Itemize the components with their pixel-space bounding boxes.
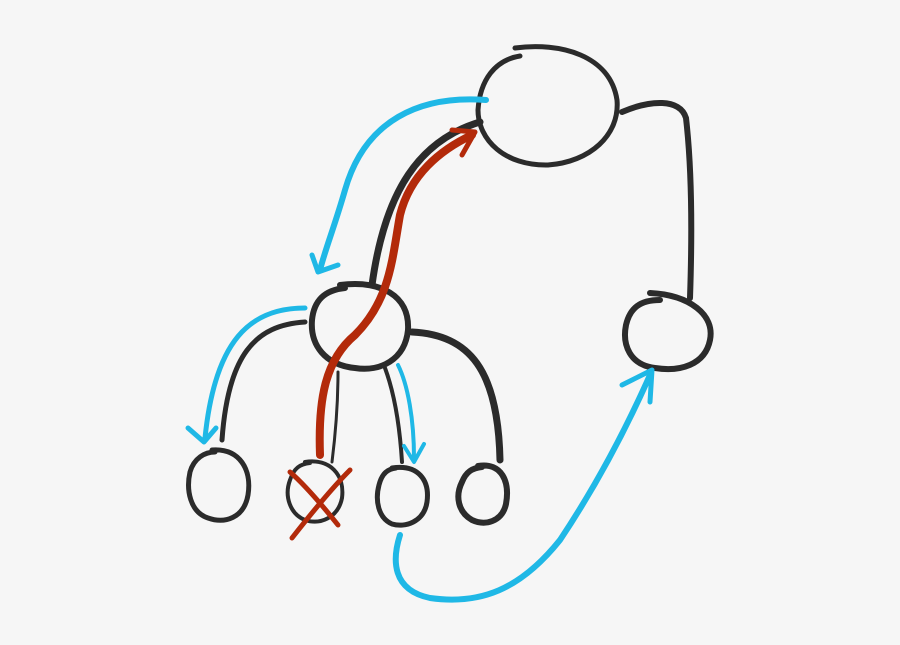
arrowhead-leaf-2-to-root (449, 127, 478, 158)
node-leaf-3 (374, 464, 430, 528)
node-right (622, 290, 714, 372)
backtrack-arrow (315, 127, 478, 459)
arrow-leaf-2-to-root (315, 131, 476, 459)
node-leaf-1 (186, 447, 252, 523)
arrow-middle-to-leaf-1 (202, 305, 308, 441)
arrowhead-root-to-middle (309, 252, 341, 275)
cross-stroke-1 (287, 469, 341, 528)
nodes (186, 44, 714, 528)
edge-middle-to-leaf-4 (408, 328, 504, 464)
edge-middle-to-leaf-1 (219, 319, 308, 443)
node-leaf-4 (455, 462, 510, 526)
node-middle (308, 281, 412, 372)
arrowhead-middle-to-leaf-1 (185, 425, 219, 445)
edge-root-to-right (619, 100, 695, 301)
node-root (475, 44, 620, 168)
arrow-leaf-3-to-right (392, 372, 653, 603)
cross-stroke-2 (289, 467, 353, 541)
arrowhead-leaf-3-to-right (619, 367, 655, 405)
edge-middle-to-leaf-3 (383, 366, 404, 464)
edges (219, 100, 695, 464)
arrow-middle-to-leaf-3 (396, 363, 416, 460)
traversal-arrows (185, 96, 655, 603)
arrow-root-to-middle (317, 96, 489, 273)
cross-mark-icon (287, 467, 353, 541)
edge-middle-to-leaf-2 (330, 370, 340, 464)
arrowhead-middle-to-leaf-3 (402, 442, 426, 464)
